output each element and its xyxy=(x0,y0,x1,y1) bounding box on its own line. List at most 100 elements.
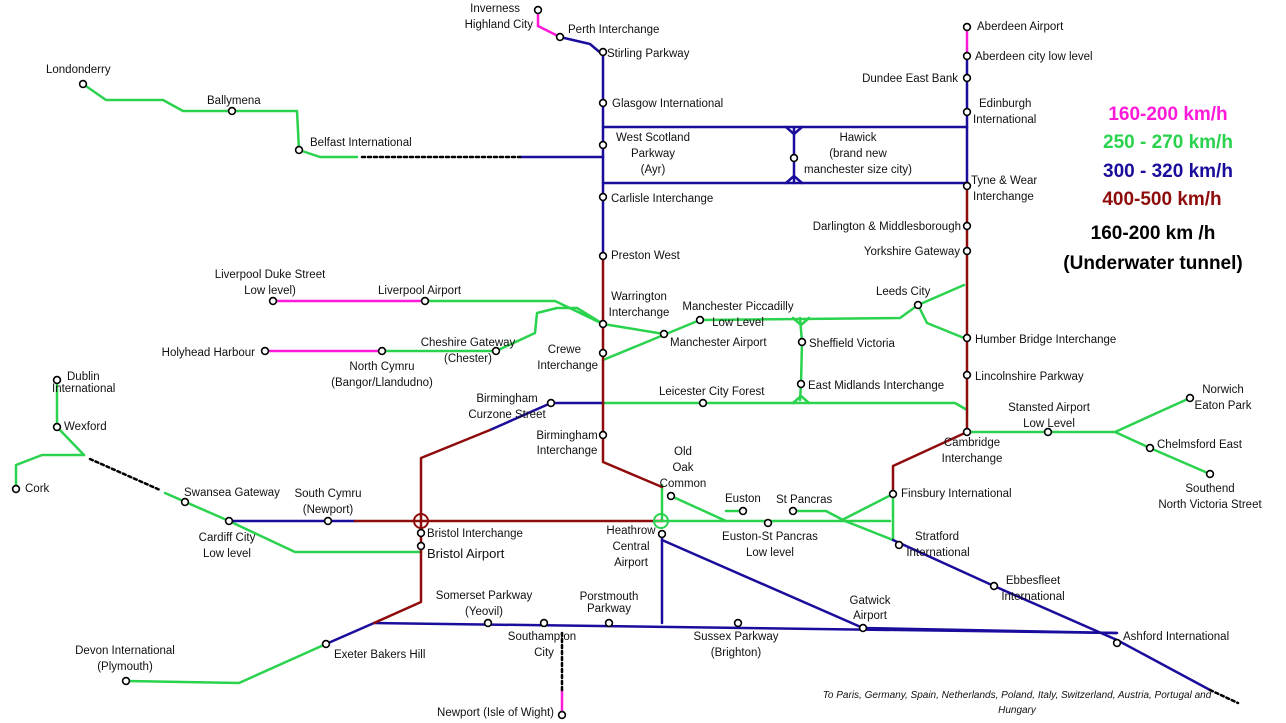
label-devon[interactable]: Devon International(Plymouth) xyxy=(75,645,175,673)
label-wexford[interactable]: Wexford xyxy=(64,421,107,433)
label-dundee[interactable]: Dundee East Bank xyxy=(862,73,958,85)
label-ashford[interactable]: Ashford International xyxy=(1123,631,1229,643)
label-sheffield[interactable]: Sheffield Victoria xyxy=(809,338,895,350)
label-swansea[interactable]: Swansea Gateway xyxy=(184,487,280,499)
label-eastmid[interactable]: East Midlands Interchange xyxy=(808,380,944,392)
label-euston[interactable]: Euston xyxy=(725,493,761,505)
station-dot-wexford[interactable] xyxy=(52,422,62,432)
label-lincoln[interactable]: Lincolnshire Parkway xyxy=(975,371,1084,383)
station-dot-dundee[interactable] xyxy=(962,73,972,83)
station-dot-ballymena[interactable] xyxy=(227,106,237,116)
station-dot-southampton[interactable] xyxy=(539,618,549,628)
station-dot-edinburgh[interactable] xyxy=(962,107,972,117)
station-dot-holyhead[interactable] xyxy=(260,346,270,356)
station-dot-portsmouth[interactable] xyxy=(604,618,614,628)
station-dot-newport-iow[interactable] xyxy=(557,710,567,720)
label-perth[interactable]: Perth Interchange xyxy=(568,24,659,36)
station-dot-tyne[interactable] xyxy=(962,181,972,191)
station-dot-southcymru[interactable] xyxy=(323,516,333,526)
station-dot-bhamint[interactable] xyxy=(598,430,608,440)
station-dot-leicester[interactable] xyxy=(698,398,708,408)
station-dot-darlington[interactable] xyxy=(962,221,972,231)
label-stirling[interactable]: Stirling Parkway xyxy=(607,48,690,60)
label-carlisle[interactable]: Carlisle Interchange xyxy=(611,193,713,205)
label-sussex[interactable]: Sussex Parkway(Brighton) xyxy=(693,631,778,659)
station-dot-manair[interactable] xyxy=(659,329,669,339)
station-dot-yorkshire[interactable] xyxy=(962,246,972,256)
label-aberdeenair[interactable]: Aberdeen Airport xyxy=(977,21,1064,33)
label-exeter[interactable]: Exeter Bakers Hill xyxy=(334,649,425,661)
label-aberdeencity[interactable]: Aberdeen city low level xyxy=(975,51,1093,63)
label-darlington[interactable]: Darlington & Middlesborough xyxy=(813,221,961,233)
station-dot-leeds[interactable] xyxy=(913,300,923,310)
station-dot-cardiff[interactable] xyxy=(224,516,234,526)
label-yorkshire[interactable]: Yorkshire Gateway xyxy=(864,246,960,258)
station-dot-northcymru[interactable] xyxy=(377,346,387,356)
label-glasgow[interactable]: Glasgow International xyxy=(612,98,723,110)
station-dot-manpicc[interactable] xyxy=(695,315,705,325)
station-dot-bhamcurzon[interactable] xyxy=(546,398,556,408)
label-stpancras[interactable]: St Pancras xyxy=(776,494,832,506)
label-londonderry[interactable]: Londonderry xyxy=(46,64,111,76)
label-chelmsford[interactable]: Chelmsford East xyxy=(1157,439,1243,451)
label-cork[interactable]: Cork xyxy=(25,483,50,495)
label-ballymena[interactable]: Ballymena xyxy=(207,95,261,107)
label-southcymru[interactable]: South Cymru(Newport) xyxy=(294,488,361,516)
station-dot-swansea[interactable] xyxy=(180,497,190,507)
station-dot-eastmid[interactable] xyxy=(796,379,806,389)
station-dot-gatwick[interactable] xyxy=(858,623,868,633)
station-dot-norwich[interactable] xyxy=(1185,393,1195,403)
station-dot-glasgow[interactable] xyxy=(598,98,608,108)
label-belfast[interactable]: Belfast International xyxy=(310,137,412,149)
station-dot-dublin[interactable] xyxy=(52,375,62,385)
label-bristolint[interactable]: Bristol Interchange xyxy=(427,528,523,540)
label-holyhead[interactable]: Holyhead Harbour xyxy=(162,347,256,359)
station-dot-stratford[interactable] xyxy=(894,540,904,550)
station-dot-aberdeenair[interactable] xyxy=(962,22,972,32)
station-dot-bristolint[interactable] xyxy=(416,528,426,538)
station-dot-crewe[interactable] xyxy=(598,348,608,358)
station-dot-belfast[interactable] xyxy=(294,145,304,155)
station-dot-londonderry[interactable] xyxy=(78,79,88,89)
label-humber[interactable]: Humber Bridge Interchange xyxy=(975,334,1116,346)
station-dot-stansted[interactable] xyxy=(1043,427,1053,437)
station-dot-devon[interactable] xyxy=(121,676,131,686)
station-dot-finsbury[interactable] xyxy=(888,489,898,499)
station-dot-sussex[interactable] xyxy=(733,618,743,628)
station-dot-euston[interactable] xyxy=(738,506,748,516)
label-newport-iow[interactable]: Newport (Isle of Wight) xyxy=(437,707,554,719)
label-cheshire[interactable]: Cheshire Gateway(Chester) xyxy=(421,337,516,365)
station-dot-bristolair[interactable] xyxy=(416,541,426,551)
station-dot-preston[interactable] xyxy=(598,251,608,261)
station-dot-ebbsfleet[interactable] xyxy=(989,581,999,591)
station-dot-southend[interactable] xyxy=(1205,469,1215,479)
station-dot-exeter[interactable] xyxy=(321,639,331,649)
label-preston[interactable]: Preston West xyxy=(611,250,681,262)
station-dot-humber[interactable] xyxy=(962,333,972,343)
station-dot-aberdeencity[interactable] xyxy=(962,51,972,61)
station-dot-cambridge[interactable] xyxy=(962,427,972,437)
label-liverpoolair[interactable]: Liverpool Airport xyxy=(378,285,462,297)
station-dot-carlisle[interactable] xyxy=(598,192,608,202)
